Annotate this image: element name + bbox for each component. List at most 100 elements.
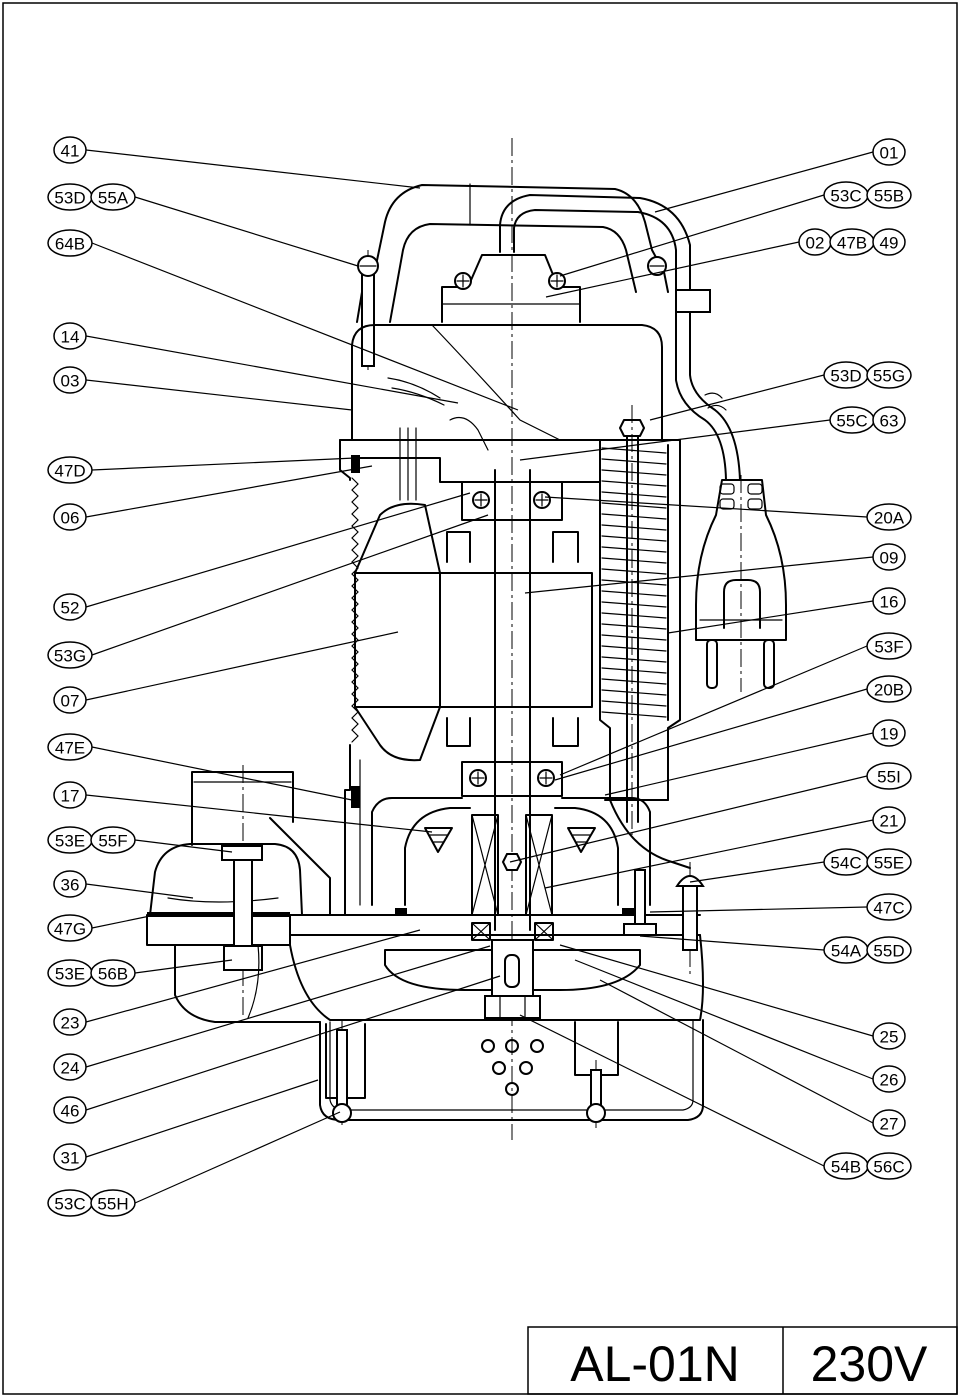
plug-prong-right <box>763 639 775 689</box>
callout-left-0: 41 <box>53 136 421 189</box>
stud-bolt <box>634 869 646 927</box>
callout-balloon <box>872 806 906 834</box>
seal-chamber-right-inner <box>554 807 619 906</box>
bearing-cross <box>471 771 553 785</box>
callout-balloon <box>90 959 136 987</box>
callout-balloon <box>872 228 906 256</box>
callout-left-3: 14 <box>53 322 459 404</box>
leader-line <box>85 794 433 833</box>
part-number-label: 17 <box>61 787 80 806</box>
outlet-gasket <box>147 912 290 917</box>
callout-balloon <box>872 587 906 615</box>
callout-left-9: 07 <box>53 631 399 714</box>
seal-cross <box>534 922 554 941</box>
motor-cover <box>351 324 663 441</box>
plug-grip-rib <box>747 483 763 495</box>
strainer-hole <box>505 1082 519 1096</box>
part-number-label: 54C <box>830 854 861 873</box>
callout-balloon <box>90 1189 136 1217</box>
callout-left-14: 47G <box>47 914 151 942</box>
title-block-box <box>527 1326 958 1395</box>
plug-grip-rib <box>747 498 763 510</box>
part-number-label: 64B <box>55 235 85 254</box>
leader-line <box>85 945 491 1068</box>
impeller-nut <box>484 995 541 1019</box>
housing-bolt-head <box>675 875 705 887</box>
volute-casing <box>289 934 704 1021</box>
part-number-label: 56C <box>873 1158 904 1177</box>
callout-balloon <box>872 1109 906 1137</box>
plug-grip-rib <box>719 483 735 495</box>
leader-line <box>649 906 868 913</box>
callout-right-10: 19 <box>604 719 906 796</box>
seal-chamber-right-outer <box>561 797 651 906</box>
callout-left-11: 17 <box>53 781 433 833</box>
seal-cross <box>471 814 499 916</box>
cooling-jacket-ribs <box>601 447 667 718</box>
callout-right-18: 27 <box>599 979 906 1137</box>
part-number-label: 27 <box>880 1115 899 1134</box>
callout-right-11: 55I <box>509 762 912 863</box>
leader-line <box>134 196 359 267</box>
volute-section-line <box>247 944 260 1019</box>
part-number-label: 47C <box>873 899 904 918</box>
lower-bearing <box>461 761 563 797</box>
strainer-hole <box>481 1039 495 1053</box>
handle <box>356 183 669 367</box>
leader-line <box>559 944 874 1037</box>
part-number-label: 53G <box>54 647 86 666</box>
strainer-inner <box>329 1019 694 1111</box>
leader-line <box>599 979 874 1124</box>
leader-line <box>85 379 353 411</box>
oil-level-mark-right <box>567 827 596 853</box>
leader-line <box>134 959 233 974</box>
title-block: AL-01N 230V <box>527 1326 958 1395</box>
callout-balloon <box>866 893 912 921</box>
callout-balloon <box>872 1022 906 1050</box>
callout-balloon <box>872 543 906 571</box>
part-number-label: 46 <box>61 1102 80 1121</box>
callout-right-6: 09 <box>524 543 906 594</box>
motor-base-plate <box>289 869 705 951</box>
part-number-label: 26 <box>880 1071 899 1090</box>
seal-chamber-left-outer <box>371 797 463 906</box>
callout-balloon <box>90 183 136 211</box>
leader-line <box>519 419 831 461</box>
callout-right-12: 21 <box>544 806 906 889</box>
leader-line <box>544 819 874 889</box>
cooling-jacket-inner <box>599 481 611 801</box>
part-number-label: 06 <box>61 509 80 528</box>
part-number-label: 20A <box>874 509 905 528</box>
leader-line <box>689 861 825 883</box>
part-number-label: 56B <box>98 965 128 984</box>
callout-right-5: 20A <box>544 496 912 531</box>
part-number-label: 14 <box>61 328 80 347</box>
part-number-label: 54A <box>831 942 862 961</box>
part-number-label: 24 <box>61 1059 80 1078</box>
strainer-hole <box>519 1061 533 1075</box>
part-number-label: 09 <box>880 549 899 568</box>
callout-right-16: 25 <box>559 944 906 1050</box>
callout-balloon <box>872 138 906 166</box>
housing-left-shoulder <box>339 439 351 481</box>
leader-line <box>85 149 421 189</box>
stator-winding-bottom <box>354 706 441 762</box>
callout-left-2: 64B <box>47 229 519 411</box>
leader-line <box>85 492 471 608</box>
cable-outer-edge <box>499 194 741 481</box>
leader-line <box>509 775 868 863</box>
leader-line <box>85 929 421 1023</box>
callout-balloon <box>53 686 87 714</box>
outlet-elbow-inner <box>167 897 279 903</box>
rotor-end-ring-bottom <box>446 717 579 747</box>
callout-left-19: 31 <box>53 1079 319 1171</box>
cable-inner-edge <box>513 209 727 481</box>
plug-grip-rib <box>719 498 735 510</box>
leader-line <box>559 645 868 776</box>
part-number-label: 20B <box>874 681 904 700</box>
bearing-bracket-right <box>561 439 601 483</box>
